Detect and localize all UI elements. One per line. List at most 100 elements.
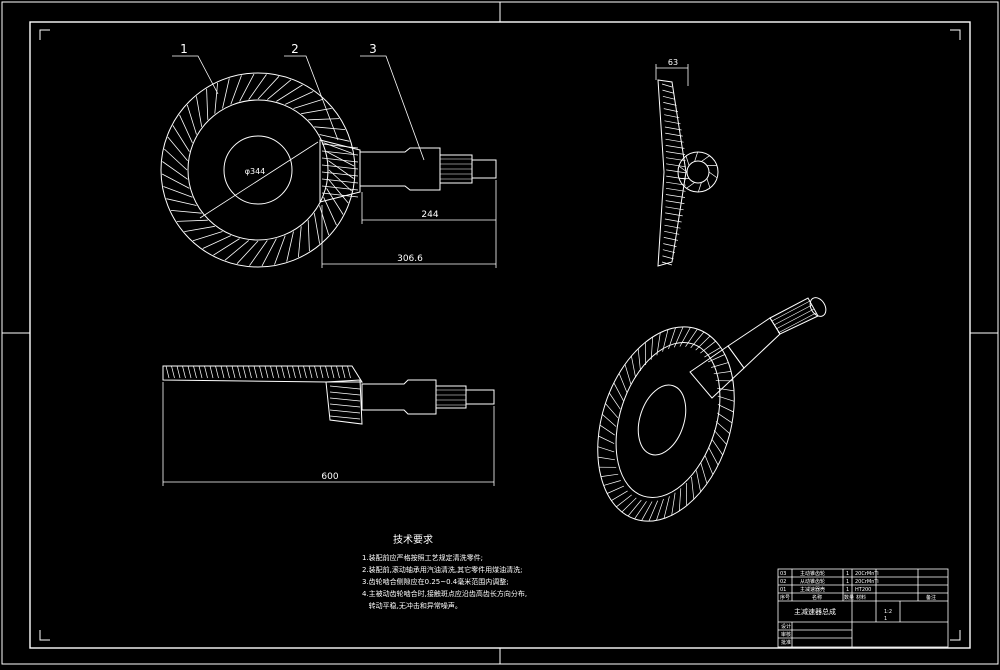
hatch-line: [162, 174, 189, 188]
hatch-line: [314, 127, 345, 130]
part-leaders: [172, 56, 424, 160]
iso-shaft-end: [807, 295, 829, 319]
hatch-line: [232, 366, 235, 378]
tech-req-item-3: 3.齿轮啮合侧隙应在0.25~0.4毫米范围内调整;: [362, 577, 509, 586]
hatch-line: [238, 366, 241, 378]
hatch-line: [250, 240, 268, 265]
hatch-line: [714, 430, 727, 444]
hatch-line: [308, 119, 339, 120]
sheet-value: 1: [884, 616, 887, 622]
hatch-line: [249, 74, 267, 99]
part-label-1: 1: [180, 42, 188, 56]
hatch-line: [666, 152, 685, 155]
hatch-line: [672, 493, 675, 516]
header-remarks: 备注: [926, 594, 936, 601]
tech-req-title: 技术要求: [393, 533, 433, 546]
dim-244-text: 244: [421, 210, 438, 220]
tech-req-item-2: 2.装配前,滚动轴承用汽油清洗,其它零件用煤油清洗;: [362, 565, 523, 574]
hatch-line: [214, 239, 240, 256]
hatch-line: [674, 327, 683, 347]
hatch-line: [717, 413, 732, 423]
hatch-line: [687, 183, 695, 189]
hatch-line: [663, 102, 676, 105]
hatch-line: [330, 392, 360, 395]
hatch-line: [194, 366, 197, 378]
sign-checker: 审核: [781, 631, 791, 638]
bottom-ring-teeth: [166, 366, 360, 419]
hatch-line: [328, 161, 353, 179]
hatch-line: [663, 330, 668, 352]
parts-row-3-name: 主减速器壳: [800, 586, 825, 593]
hatch-line: [199, 366, 202, 378]
hatch-line: [709, 447, 719, 465]
hatch-line: [315, 366, 318, 378]
hatch-line: [276, 366, 279, 378]
hatch-line: [287, 366, 290, 378]
hatch-line: [635, 501, 647, 519]
hatch-line: [172, 366, 175, 378]
hatch-line: [649, 501, 658, 521]
hatch-line: [262, 239, 276, 266]
hatch-line: [249, 366, 252, 378]
hatch-line: [287, 232, 294, 262]
hatch-line: [227, 366, 230, 378]
hatch-line: [164, 149, 187, 170]
parts-row-3-material: HT200: [855, 587, 871, 593]
hatch-line: [184, 226, 215, 231]
hatch-line: [240, 74, 254, 101]
hatch-line: [342, 366, 345, 378]
bottom-view: [163, 366, 494, 424]
hatch-line: [207, 89, 208, 120]
hatch-line: [173, 126, 190, 152]
isometric-view: [574, 295, 829, 539]
parts-row-1-no: 03: [780, 571, 786, 577]
side-pinion-teeth: [679, 152, 717, 192]
hatch-line: [330, 410, 360, 413]
hatch-line: [330, 404, 360, 407]
hatch-line: [628, 500, 641, 516]
hatch-line: [666, 188, 686, 191]
iso-ring-inner: [598, 329, 739, 511]
hatch-line: [604, 481, 621, 486]
hatch-line: [298, 226, 301, 257]
hatch-line: [223, 78, 230, 108]
hatch-line: [225, 240, 249, 260]
gear-diameter-dim: φ344: [245, 167, 266, 176]
dim-600-text: 600: [321, 472, 338, 482]
hatch-line: [298, 366, 301, 378]
hatch-line: [320, 366, 323, 378]
hatch-line: [260, 366, 263, 378]
hatch-line: [600, 425, 615, 435]
hatch-line: [605, 404, 618, 418]
hatch-line: [308, 220, 309, 251]
hatch-line: [348, 366, 351, 378]
dim-63-text: 63: [668, 58, 678, 67]
hatch-line: [331, 366, 334, 378]
hatch-line: [778, 313, 816, 333]
bottom-spline-lines: [436, 390, 466, 405]
hatch-line: [696, 336, 710, 350]
hatch-line: [168, 137, 188, 161]
hatch-line: [314, 213, 319, 244]
hatch-line: [718, 404, 734, 412]
hatch-line: [237, 241, 258, 264]
drawing-name: 主减速器总成: [794, 607, 836, 616]
hatch-line: [188, 366, 191, 378]
hatch-line: [692, 477, 694, 499]
hatch-line: [598, 457, 615, 460]
hatch-line: [337, 366, 340, 378]
hatch-line: [210, 366, 213, 378]
parts-row-2-name: 从动锥齿轮: [800, 578, 825, 585]
hatch-line: [193, 232, 223, 241]
tech-req-item-5: 转动平稳,无冲击和异常噪声。: [362, 601, 462, 610]
hatch-line: [709, 172, 717, 178]
hatch-line: [177, 366, 180, 378]
hatch-line: [166, 366, 169, 378]
side-ring-teeth: [662, 84, 686, 265]
hatch-line: [602, 414, 616, 426]
hatch-line: [631, 356, 635, 378]
sign-designer: 设计: [781, 623, 791, 630]
hatch-line: [663, 256, 674, 259]
